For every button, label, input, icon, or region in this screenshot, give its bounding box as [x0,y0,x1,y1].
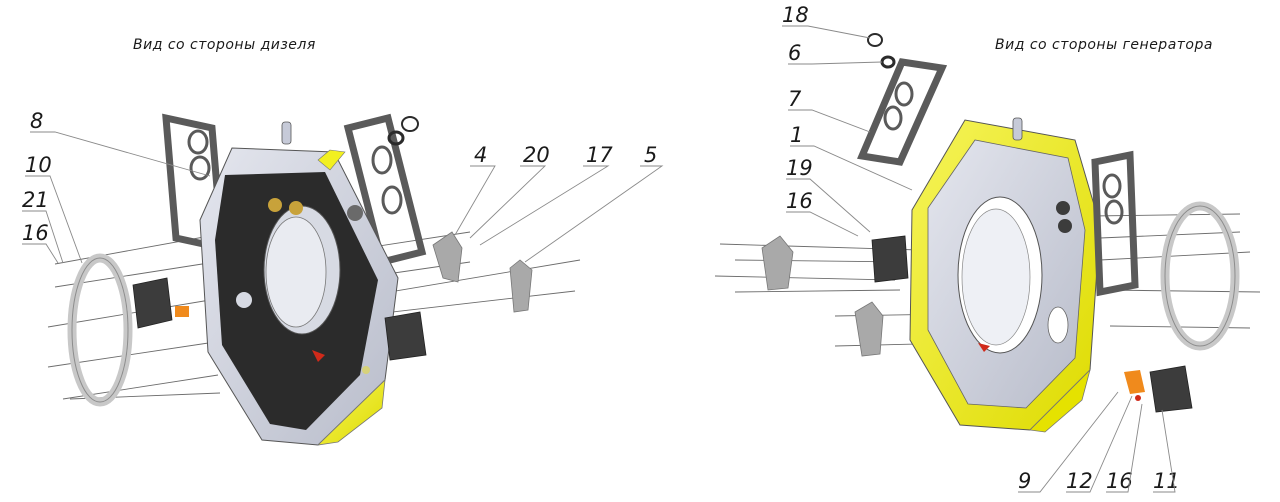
callout-16-right-top: 16 [786,189,813,213]
callout-8: 8 [30,109,43,133]
bushing-6 [880,55,896,69]
callout-1: 1 [790,123,803,147]
view-title-diesel-side: Вид со стороны дизеля [133,37,316,53]
cover-plates [432,231,533,313]
generator-housing [909,117,1101,433]
gasket-top-right [343,113,427,267]
callout-11: 11 [1153,469,1180,493]
callout-9: 9 [1018,469,1031,493]
left-callouts: 8 10 21 16 4 20 17 5 [22,109,664,264]
callout-12: 12 [1066,469,1093,493]
callout-20: 20 [523,143,550,167]
inspection-covers-left [132,277,427,361]
diesel-side-view: 8 10 21 16 4 20 17 5 [22,109,664,446]
gasket-ring-10 [67,253,133,407]
callout-17: 17 [586,143,613,167]
callout-6: 6 [788,41,801,65]
diesel-housing [199,121,399,446]
callout-4: 4 [474,143,487,167]
generator-side-view: 18 6 7 1 19 16 9 12 16 11 [714,3,1261,493]
inspection-covers-right [871,235,1193,413]
seal-ring-18 [867,33,883,47]
callout-7: 7 [788,87,802,111]
callout-10: 10 [25,153,52,177]
gasket-upper-right [1091,150,1139,297]
callout-5: 5 [644,143,657,167]
callout-16-left: 16 [22,221,49,245]
right-callouts: 18 6 7 1 19 16 9 12 16 11 [782,3,1180,493]
gasket-ring-right [1160,201,1240,351]
callout-18: 18 [782,3,809,27]
cover-plates-right [761,235,884,357]
gasket-7 [857,58,948,166]
callout-19: 19 [786,156,813,180]
callout-21: 21 [22,188,49,212]
view-title-generator-side: Вид со стороны генератора [995,37,1213,53]
